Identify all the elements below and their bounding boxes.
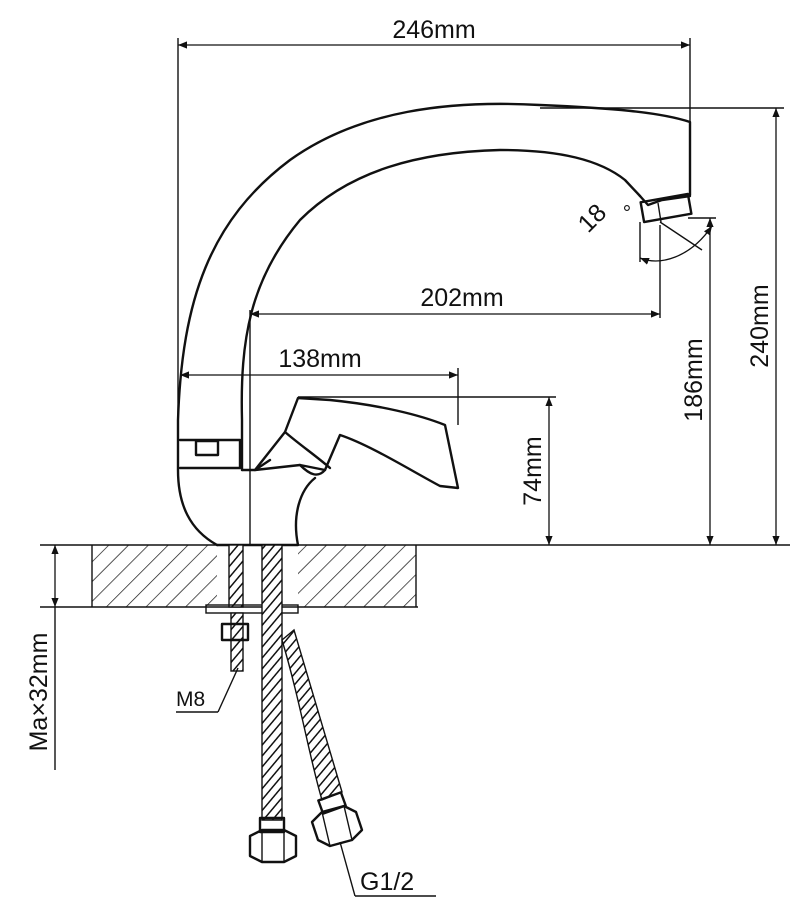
dimension-outlet-height: 186mm xyxy=(680,217,716,545)
leader-g12: G1/2 xyxy=(339,841,436,897)
hose-fitting-right xyxy=(310,791,364,848)
hose-fitting-left xyxy=(248,816,298,864)
dimension-counter-thickness: Ma×32mm xyxy=(25,545,59,770)
angle-value: 18 xyxy=(573,199,612,238)
dimension-total-height: 240mm xyxy=(540,107,784,545)
handle-reach-label: 138mm xyxy=(278,345,361,373)
dimension-total-width: 246mm xyxy=(177,16,691,420)
leader-m8: M8 xyxy=(176,667,239,713)
spout-reach-label: 202mm xyxy=(420,284,503,312)
handle-height-label: 74mm xyxy=(519,436,547,505)
aerator xyxy=(639,192,693,224)
faucet-spout xyxy=(176,102,693,547)
outlet-height-label: 186mm xyxy=(680,338,708,421)
total-width-label: 246mm xyxy=(392,16,475,44)
countertop-section xyxy=(40,544,790,608)
angle-unit: ° xyxy=(623,202,631,225)
dimension-spout-reach: 202mm xyxy=(249,225,661,545)
total-height-label: 240mm xyxy=(746,284,774,367)
counter-thickness-label: Ma×32mm xyxy=(25,633,53,752)
faucet-handle xyxy=(253,396,460,490)
stud-thread-label: M8 xyxy=(176,688,205,711)
braided-hoses xyxy=(248,544,364,864)
hose-thread-label: G1/2 xyxy=(360,868,414,896)
dimension-handle-height: 74mm xyxy=(298,396,556,545)
mounting-stud xyxy=(205,544,299,672)
dimension-handle-reach: 138mm xyxy=(180,345,459,425)
